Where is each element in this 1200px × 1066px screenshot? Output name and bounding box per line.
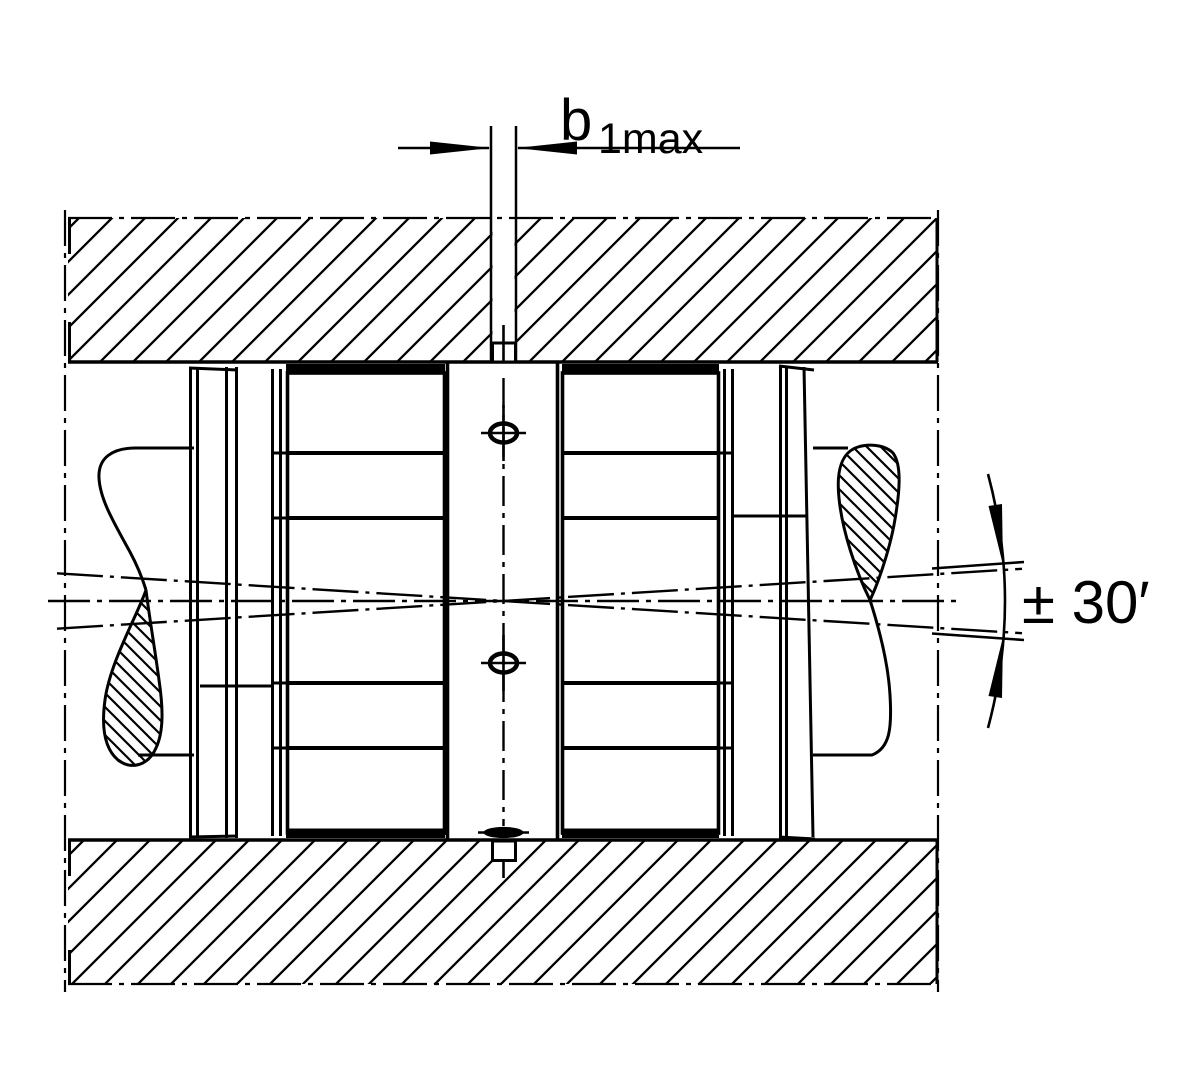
width-dim-label-sub: 1max [598,115,704,163]
outer-washer-bar [286,364,445,374]
width-dimension: b 1max [398,88,740,362]
angle-dim-label: ± 30′ [1022,569,1150,636]
lube-hole-symbol-top [481,405,526,461]
right-rings [732,364,816,841]
dim-arrow-right [516,141,577,155]
misaligned-axis-down [56,572,1023,635]
roller-column-right [560,371,721,835]
misaligned-axis-up [56,567,1023,630]
outer-washer-bar [562,364,719,374]
roller-divisions [287,451,719,750]
shaft-break-left [97,446,194,767]
lube-hole-symbol-bottom [481,635,526,691]
angle-ext-top [931,560,1025,570]
width-dim-label-base: b [560,88,592,153]
angle-ext-bottom [931,632,1025,642]
dim-arrow-left [430,141,491,155]
roller-column-left [285,371,447,835]
left-rings [188,366,272,839]
shaft-top-face-left [97,446,194,591]
angle-arrow-bottom [988,637,1003,698]
angle-dimension: ± 30′ [931,473,1150,729]
right-cage [718,369,734,836]
shaft-break-hatch-left [102,589,164,767]
screw-slot [492,216,515,364]
bottom-clamp-screw [478,826,529,878]
angle-arrow-top [988,504,1003,565]
left-cage [271,369,288,836]
